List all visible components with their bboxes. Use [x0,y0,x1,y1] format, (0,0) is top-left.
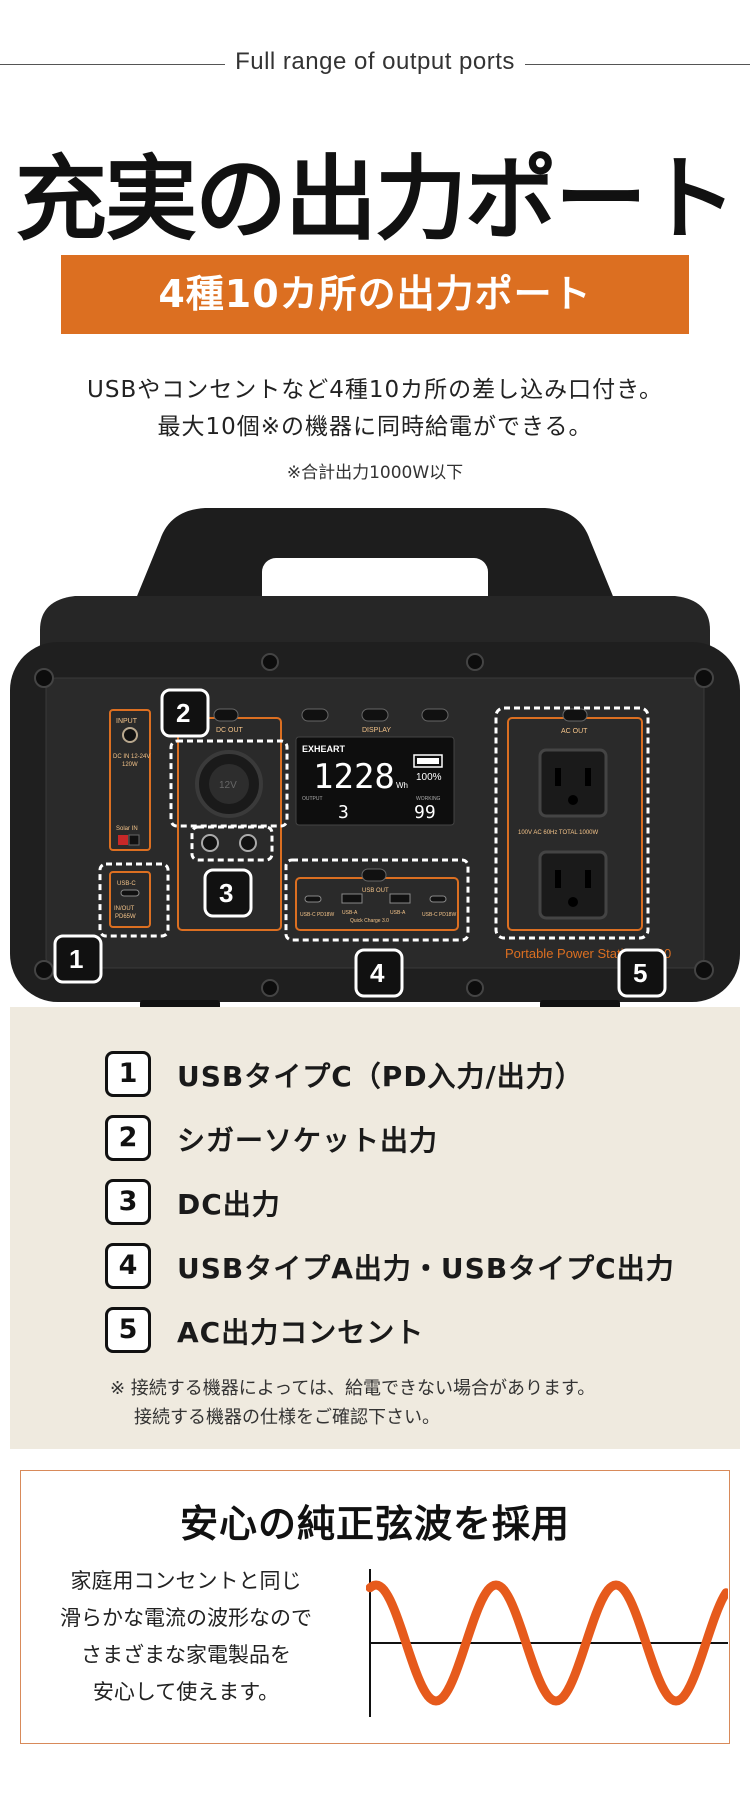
display-button-label: DISPLAY [362,727,391,734]
working-readout-label: WORKING [416,796,441,802]
marker-5: 5 [633,958,647,988]
legend-number: 4 [105,1243,151,1289]
legend-label: シガーソケット出力 [177,1124,439,1157]
legend-label: USBタイプC（PD入力/出力） [177,1060,584,1093]
page-title: 充実の出力ポート [14,146,737,253]
marker-1: 1 [69,944,83,974]
description-line-1: USBやコンセントなど4種10カ所の差し込み口付き。 [87,377,663,403]
sine-wave-box: 安心の純正弦波を採用 家庭用コンセントと同じ 滑らかな電流の波形なので さまざま… [20,1470,730,1744]
port-legend-panel: 1 USBタイプC（PD入力/出力） 2 シガーソケット出力 3 DC出力 4 … [10,1007,740,1449]
legend-note: ※ 接続する機器によっては、給電できない場合があります。 接続する機器の仕様をご… [110,1374,595,1432]
solar-in-label: Solar IN [116,826,138,832]
dc-out-label: DC OUT [216,727,244,734]
usbc-pd18w-right: USB-C PD18W [422,912,456,918]
marker-4: 4 [370,958,385,988]
eyebrow-text: Full range of output ports [225,48,525,75]
usba-right: USB-A [390,910,406,916]
eyebrow-heading: Full range of output ports [0,48,750,80]
output-readout: 3 [338,802,349,823]
in-out-label: IN/OUT [114,906,135,912]
sine-wave-graphic [366,1569,728,1717]
power-station-image: INPUT DC IN 12-24V 120W Solar IN USB-C I… [0,500,750,1020]
brand-label: EXHEART [302,744,346,754]
legend-label: DC出力 [177,1188,281,1221]
sine-description: 家庭用コンセントと同じ 滑らかな電流の波形なので さまざまな家電製品を 安心して… [41,1563,331,1711]
marker-3: 3 [219,878,233,908]
description: USBやコンセントなど4種10カ所の差し込み口付き。 最大10個※の機器に同時給… [0,372,750,446]
ac-out-label: AC OUT [561,728,588,735]
marker-2: 2 [176,698,190,728]
input-label: INPUT [116,718,138,725]
quick-charge-label: Quick Charge 3.0 [350,918,389,924]
sine-line-1: 家庭用コンセントと同じ [70,1569,302,1593]
output-note: ※合計出力1000W以下 [286,463,464,483]
legend-note-line-2: 接続する機器の仕様をご確認下さい。 [134,1407,440,1428]
sine-line-3: さまざまな家電製品を [81,1643,291,1667]
socket-12v-label: 12V [219,780,237,791]
pd65w-label: PD65W [115,914,136,920]
legend-label: USBタイプA出力・USBタイプC出力 [177,1252,675,1285]
legend-number: 2 [105,1115,151,1161]
power-station-illustration: INPUT DC IN 12-24V 120W Solar IN USB-C I… [10,508,740,1012]
legend-note-line-1: ※ 接続する機器によっては、給電できない場合があります。 [110,1378,596,1399]
output-readout-label: OUTPUT [302,796,323,802]
sine-wave [366,1580,728,1706]
battery-percent: 100% [416,772,442,783]
working-readout: 99 [414,802,436,823]
legend-label: AC出力コンセント [177,1316,425,1349]
sine-line-2: 滑らかな電流の波形なので [60,1606,312,1630]
usba-left: USB-A [342,910,358,916]
capacity-readout: 1228 [313,757,395,797]
usbc-pd18w-left: USB-C PD18W [300,912,334,918]
legend-number: 3 [105,1179,151,1225]
subtitle-banner: 4種10カ所の出力ポート [61,255,689,334]
sine-title: 安心の純正弦波を採用 [179,1502,570,1546]
legend-number: 1 [105,1051,151,1097]
legend-number: 5 [105,1307,151,1353]
dc-in-watt-label: 120W [122,762,138,768]
usb-out-label: USB OUT [362,888,389,894]
dc-in-label: DC IN 12-24V [113,754,150,760]
ac-spec-label: 100V AC 60Hz TOTAL 1000W [518,830,598,836]
sine-line-4: 安心して使えます。 [92,1680,280,1704]
description-line-2: 最大10個※の機器に同時給電ができる。 [157,414,593,440]
usbc-label: USB-C [117,881,136,887]
capacity-unit: Wh [396,781,408,790]
